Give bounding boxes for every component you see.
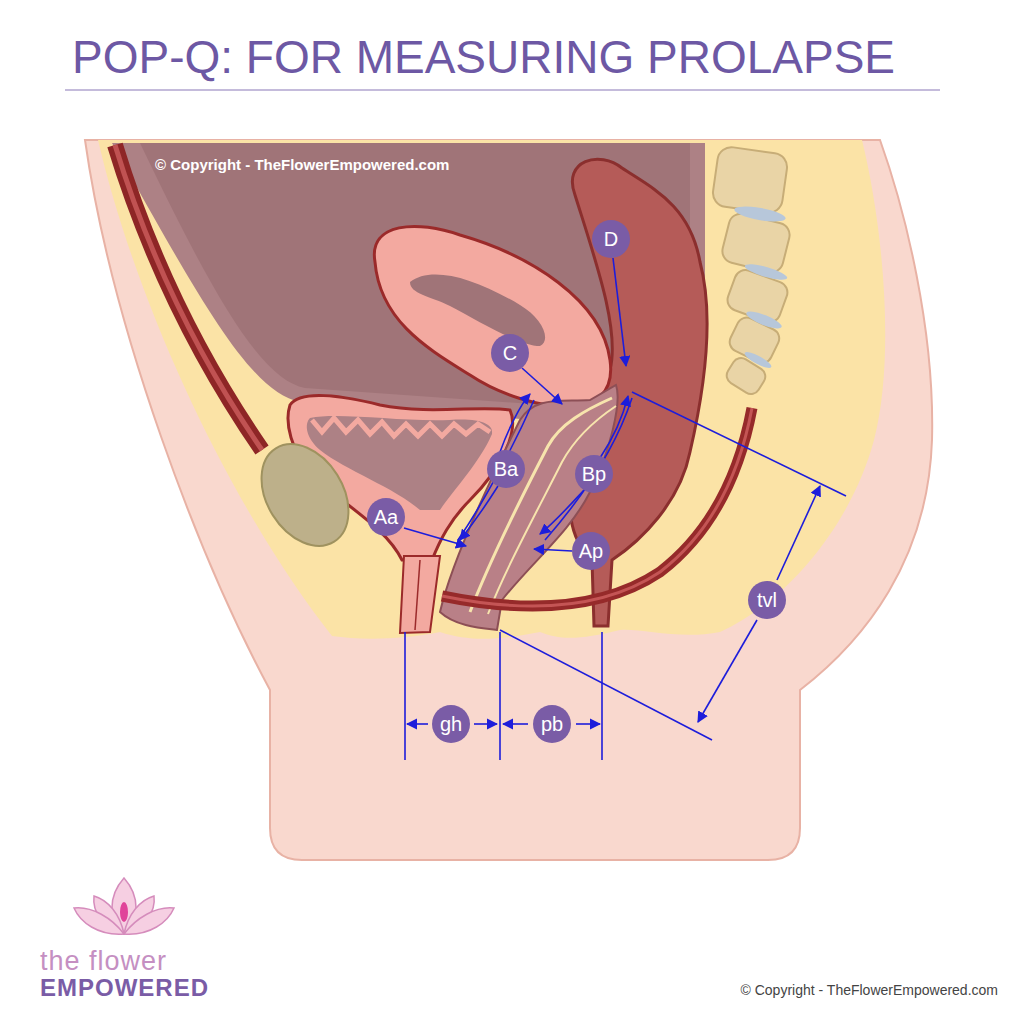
callout-circle: Aa <box>367 498 405 536</box>
callout-label: Bp <box>582 464 606 484</box>
callout-circle: D <box>592 220 630 258</box>
callout-circle: gh <box>432 705 470 743</box>
callout-circle: Ap <box>572 532 610 570</box>
logo-text: EMPOWERED <box>40 974 209 1002</box>
callout-circle: Bp <box>575 455 613 493</box>
callout-label: Aa <box>374 507 398 527</box>
callout-circle: tvl <box>748 581 786 619</box>
watermark: © Copyright - TheFlowerEmpowered.com <box>155 156 449 173</box>
callout-circle: Ba <box>487 450 525 488</box>
callout-label: D <box>604 229 618 249</box>
copyright-note: © Copyright - TheFlowerEmpowered.com <box>741 982 998 998</box>
callout-label: tvl <box>757 590 777 610</box>
callout-label: Ap <box>579 541 603 561</box>
callout-circle: C <box>491 334 529 372</box>
callout-label: gh <box>440 714 462 734</box>
callout-label: C <box>503 343 517 363</box>
callout-label: Ba <box>494 459 518 479</box>
callout-circle: pb <box>533 705 571 743</box>
callout-label: pb <box>541 714 563 734</box>
diagram-title: POP-Q: FOR MEASURING PROLAPSE <box>72 30 895 84</box>
logo-text: the flower <box>40 946 167 977</box>
